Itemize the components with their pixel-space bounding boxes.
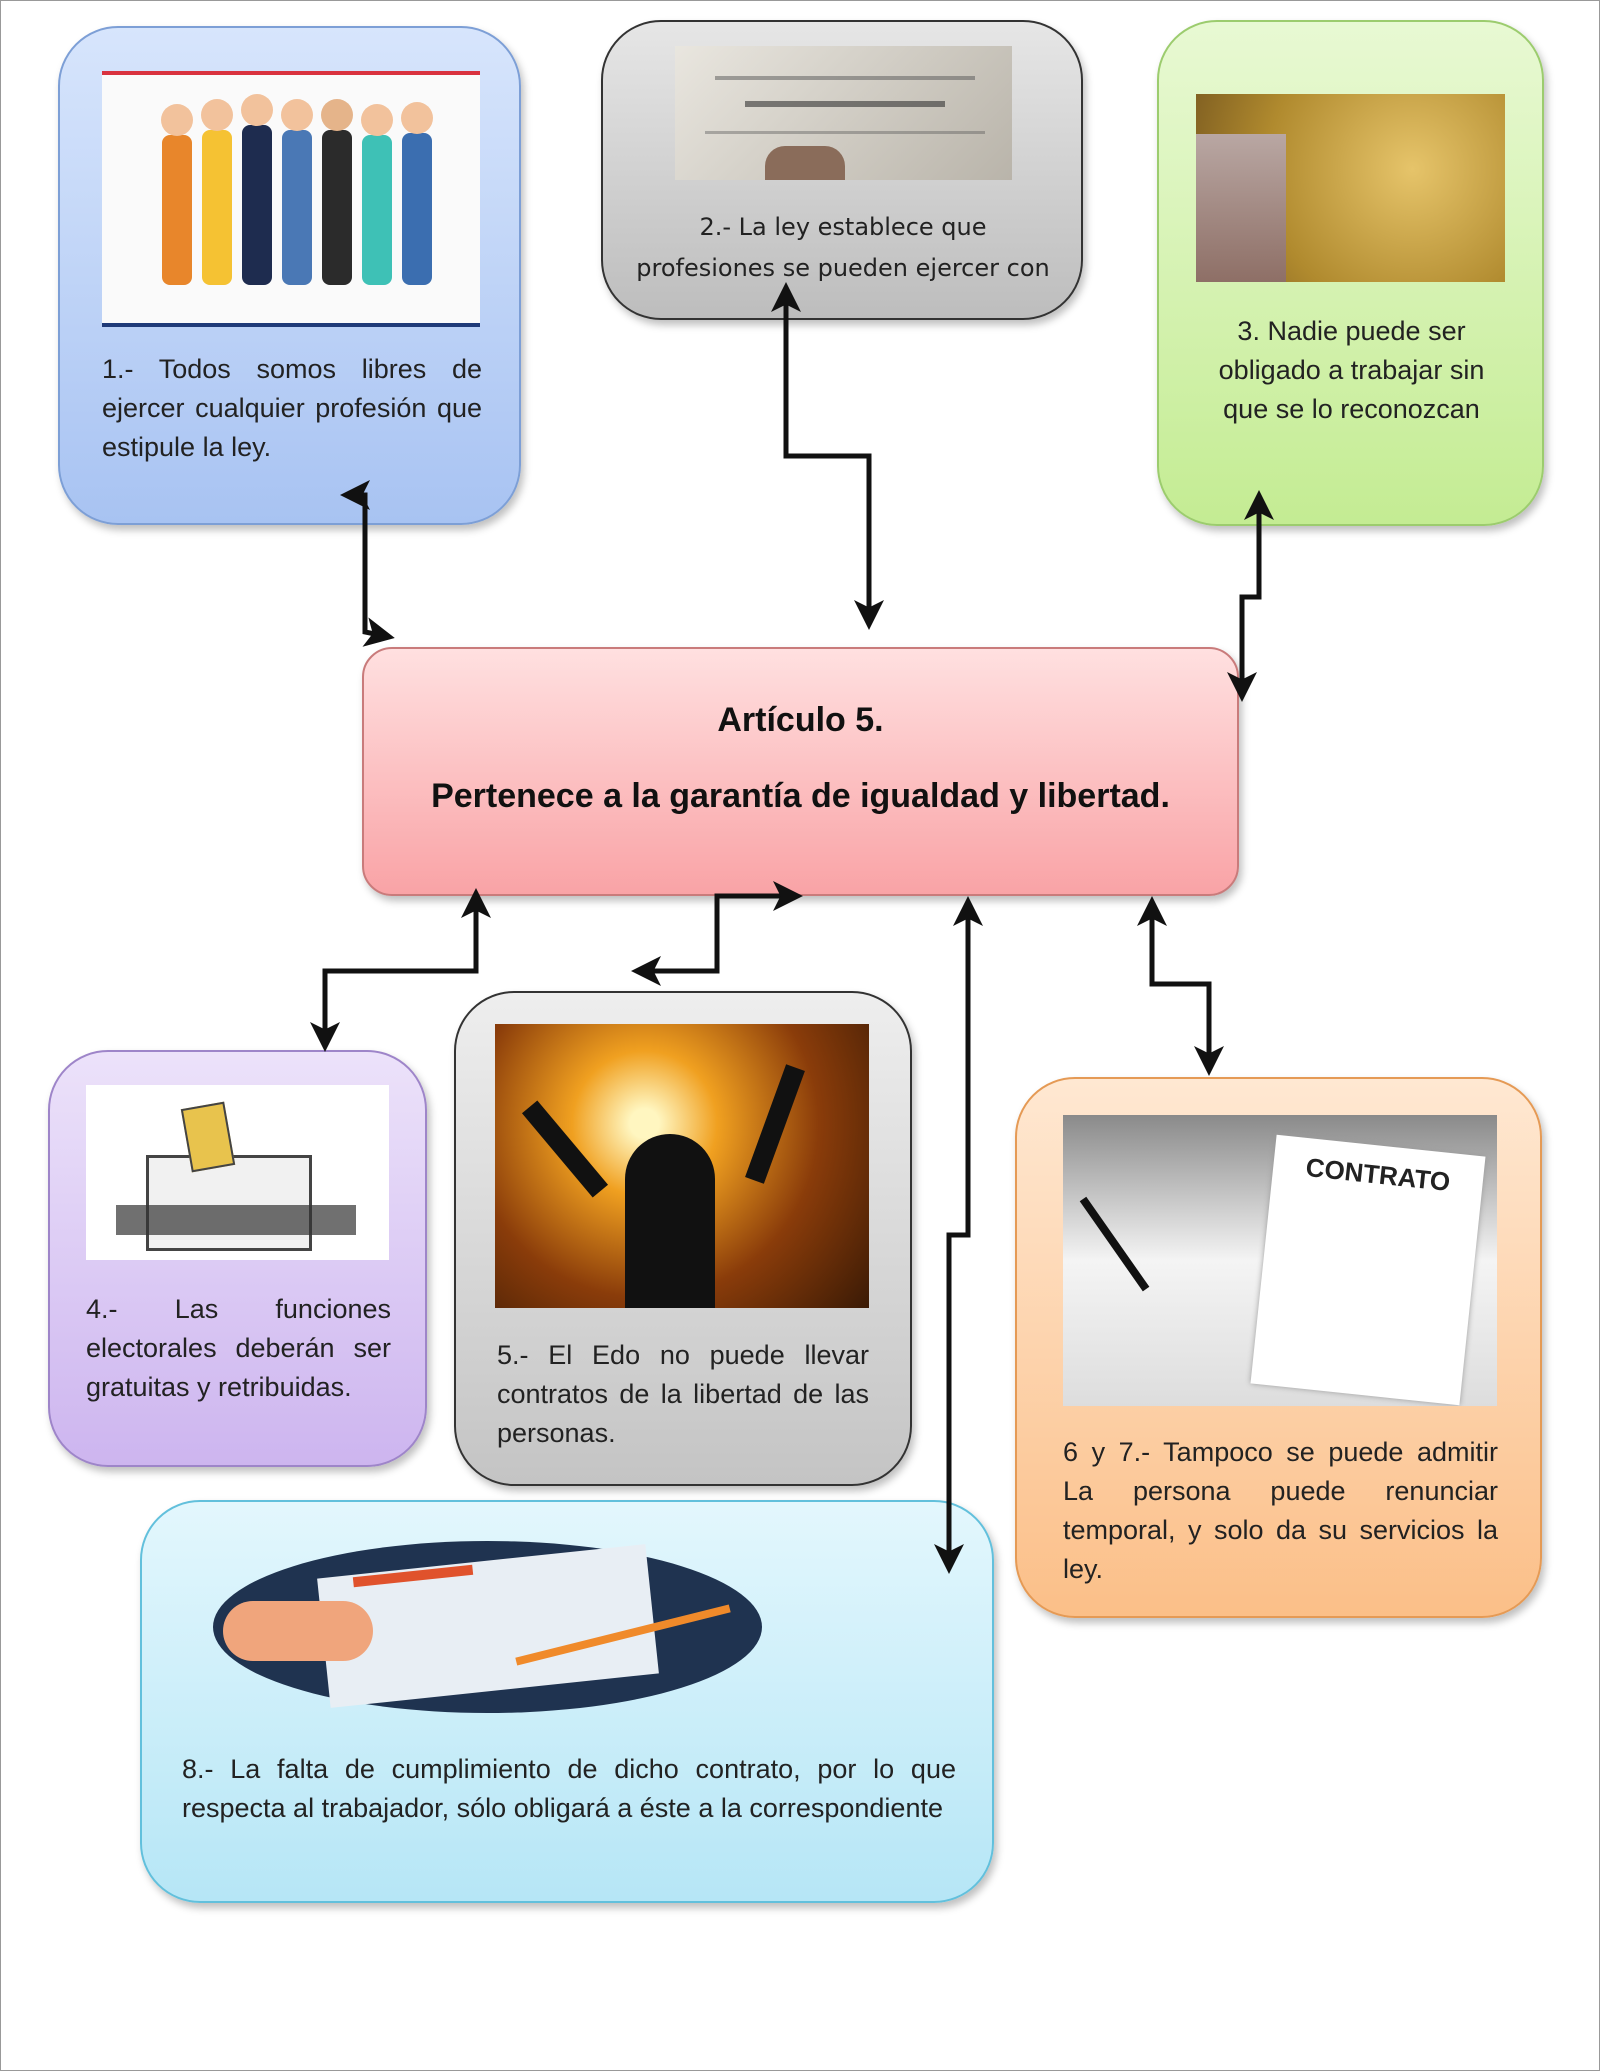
box-2: 2.- La ley establece que profesiones se … <box>601 20 1083 320</box>
broken-chains-image <box>495 1024 869 1308</box>
box-8-text: 8.- La falta de cumplimiento de dicho co… <box>182 1754 956 1823</box>
arrow-box-2 <box>771 282 884 630</box>
box-4-text: 4.- Las funciones electorales deberán se… <box>86 1294 391 1402</box>
contract-image: CONTRATO <box>1063 1115 1497 1406</box>
central-subtitle: Pertenece a la garantía de igualdad y li… <box>431 777 1170 815</box>
arrow-box-8 <box>934 896 983 1574</box>
diploma-image <box>675 46 1012 180</box>
central-box: Artículo 5. Pertenece a la garantía de i… <box>362 647 1239 896</box>
signing-document-image <box>213 1541 762 1713</box>
arrow-box-3 <box>1227 490 1274 702</box>
box-1: 1.- Todos somos libres de ejercer cualqu… <box>58 26 521 525</box>
arrow-box-4 <box>310 888 491 1052</box>
workers-image <box>102 71 480 327</box>
central-title: Artículo 5. <box>717 701 884 739</box>
box-8: 8.- La falta de cumplimiento de dicho co… <box>140 1500 994 1903</box>
ballot-box-image <box>86 1085 389 1260</box>
box-6: CONTRATO 6 y 7.- Tampoco se puede admiti… <box>1015 1077 1542 1618</box>
coins-image <box>1196 94 1505 282</box>
arrow-box-6 <box>1137 896 1224 1076</box>
workers-figures <box>161 94 433 285</box>
arrow-box-5 <box>631 881 803 986</box>
box-4: 4.- Las funciones electorales deberán se… <box>48 1050 427 1467</box>
box-6-text: 6 y 7.- Tampoco se puede admitir La pers… <box>1063 1437 1498 1584</box>
box-2-text: 2.- La ley establece que profesiones se … <box>636 213 1050 282</box>
box-5: 5.- El Edo no puede llevar contratos de … <box>454 991 912 1486</box>
box-1-text: 1.- Todos somos libres de ejercer cualqu… <box>102 354 482 462</box>
box-3: 3. Nadie puede ser obligado a trabajar s… <box>1157 20 1544 526</box>
box-3-text: 3. Nadie puede ser obligado a trabajar s… <box>1218 316 1485 424</box>
arrow-box-1 <box>340 480 395 647</box>
box-5-text: 5.- El Edo no puede llevar contratos de … <box>497 1340 869 1448</box>
